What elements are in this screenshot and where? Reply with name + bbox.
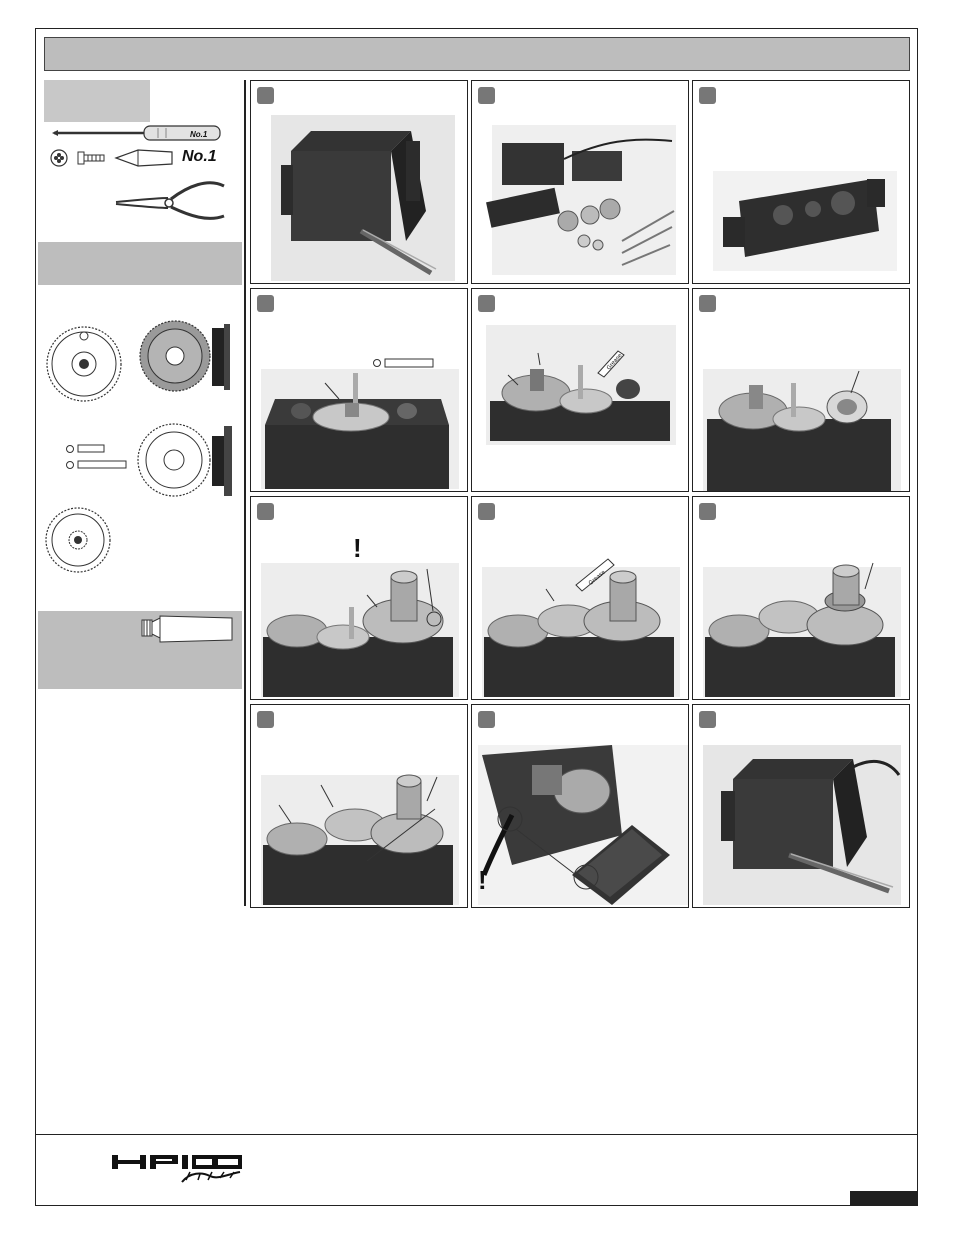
step-panel-5: Grease — [471, 288, 689, 492]
page-frame — [35, 28, 918, 1206]
gear-with-pinion-icon — [139, 320, 230, 392]
footer-divider — [35, 1134, 918, 1135]
step-badge-10 — [257, 711, 274, 728]
gear-train-complete-illustration — [261, 774, 459, 905]
step-panel-2 — [471, 80, 689, 284]
step-badge-12 — [699, 711, 716, 728]
step-panel-6 — [692, 288, 910, 492]
step-panel-7: ! — [250, 496, 468, 700]
title-bar — [44, 37, 910, 71]
cover-reinstall-illustration: ! — [478, 745, 688, 905]
servo-case-unscrew-illustration — [271, 115, 455, 281]
bearing-install-illustration — [703, 369, 901, 491]
parts-header-box — [38, 242, 242, 285]
empty-case-illustration — [713, 171, 897, 271]
step-panel-11: ! — [471, 704, 689, 908]
no1-screw-size-label: No.1 — [182, 148, 217, 165]
warning-mark-step11: ! — [478, 865, 487, 895]
step-panel-3 — [692, 80, 910, 284]
column-divider — [244, 80, 246, 906]
tools-header-box — [44, 80, 150, 122]
tools-illustration: No.1 — [50, 125, 225, 220]
grease-output-gear-illustration: Grease — [482, 558, 680, 697]
screwdriver-label: No.1 — [190, 130, 208, 139]
disassembled-parts-illustration — [486, 125, 676, 275]
page-number-tab — [850, 1191, 918, 1206]
step-panel-10 — [250, 704, 468, 908]
grease-gears-illustration: Grease — [486, 325, 676, 445]
grease-tube-icon — [141, 615, 233, 643]
gear-mid-icon — [137, 423, 232, 497]
step-panel-1 — [250, 80, 468, 284]
step-badge-3 — [699, 87, 716, 104]
step-badge-1 — [257, 87, 274, 104]
step-panel-9 — [692, 496, 910, 700]
servo-case-screw-illustration — [703, 745, 901, 905]
step-badge-6 — [699, 295, 716, 312]
step-badge-2 — [478, 87, 495, 104]
hpi-racing-logo — [112, 1155, 242, 1183]
step-badge-8 — [478, 503, 495, 520]
step-panel-8: Grease — [471, 496, 689, 700]
output-gear-install-illustration: ! — [261, 533, 459, 697]
step-badge-5 — [478, 295, 495, 312]
first-gear-install-illustration — [261, 358, 459, 489]
step-panel-4 — [250, 288, 468, 492]
pliers-icon — [115, 181, 225, 220]
output-bearing-illustration — [703, 562, 901, 697]
gear-output-icon — [45, 507, 111, 573]
screwdriver-icon: No.1 — [52, 125, 221, 141]
step-badge-9 — [699, 503, 716, 520]
step-panel-12 — [692, 704, 910, 908]
phillips-screw-icon — [50, 149, 105, 167]
gear-large-icon — [46, 326, 122, 402]
screwdriver-tip-icon — [114, 149, 173, 167]
warning-mark-step7: ! — [353, 533, 362, 563]
parts-illustration — [45, 320, 232, 573]
step-badge-11 — [478, 711, 495, 728]
pin-short-icon — [66, 444, 105, 453]
step-badge-4 — [257, 295, 274, 312]
pin-long-icon — [66, 460, 127, 469]
step-badge-7 — [257, 503, 274, 520]
